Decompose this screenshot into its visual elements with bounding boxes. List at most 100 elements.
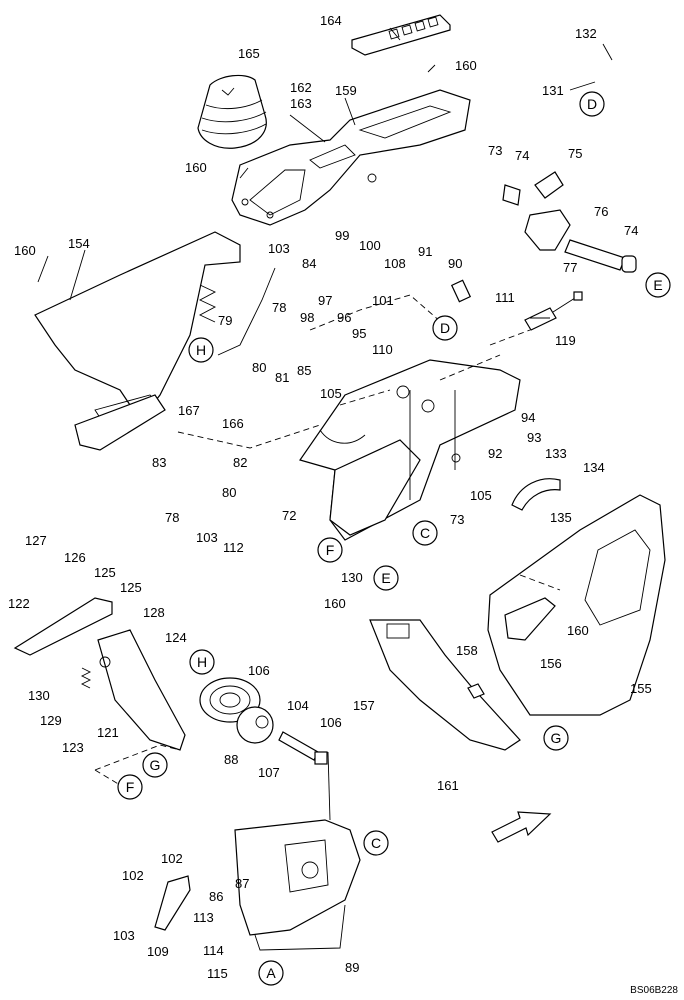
part-164-cover (351, 14, 451, 56)
label-90: 90 (448, 256, 462, 271)
label-131: 131 (542, 83, 564, 98)
label-134: 134 (583, 460, 605, 475)
label-155: 155 (630, 681, 652, 696)
ref-marker-c-lower: C (363, 830, 389, 856)
label-78: 78 (272, 300, 286, 315)
part-107-roller (236, 706, 274, 744)
part-157-lower-cover (369, 619, 521, 751)
label-101: 101 (372, 293, 394, 308)
part-155-right-cover (487, 494, 666, 716)
label-121: 121 (97, 725, 119, 740)
svg-text:C: C (371, 835, 381, 851)
label-115: 115 (207, 966, 228, 981)
part-109-link (154, 875, 191, 931)
label-162: 162 (290, 80, 312, 95)
label-102: 102 (161, 851, 183, 866)
part-159-console (231, 89, 471, 226)
label-83: 83 (152, 455, 166, 470)
ref-marker-g-left: G (142, 752, 168, 778)
label-74: 74 (515, 148, 529, 163)
label-92: 92 (488, 446, 502, 461)
label-109: 109 (147, 944, 169, 959)
label-104: 104 (287, 698, 309, 713)
label-81: 81 (275, 370, 289, 385)
svg-text:F: F (126, 779, 135, 795)
ref-marker-f-mid: F (317, 537, 343, 563)
label-111: 111 (495, 290, 515, 305)
part-72-bracket (299, 359, 521, 541)
label-97: 97 (318, 293, 332, 308)
label-133: 133 (545, 446, 567, 461)
label-163: 163 (290, 96, 312, 111)
svg-text:D: D (587, 96, 597, 112)
label-106: 106 (248, 663, 270, 678)
ref-marker-c-mid: C (412, 520, 438, 546)
part-165-boot (197, 74, 267, 149)
label-156: 156 (540, 656, 562, 671)
svg-text:F: F (326, 542, 335, 558)
part-89-base (234, 819, 361, 951)
label-80: 80 (252, 360, 266, 375)
part-121-bracket (80, 629, 186, 751)
svg-text:E: E (653, 277, 662, 293)
label-73: 73 (488, 143, 502, 158)
label-100: 100 (359, 238, 381, 253)
label-88: 88 (224, 752, 238, 767)
part-90-pin (450, 279, 472, 303)
label-125: 125 (94, 565, 116, 580)
ref-marker-h-left: H (188, 337, 214, 363)
svg-text:D: D (440, 320, 450, 336)
label-78: 78 (165, 510, 179, 525)
reference-markers: D E H D C F E H G F G C A (117, 91, 671, 986)
part-106-bush (314, 751, 328, 765)
label-166: 166 (222, 416, 244, 431)
label-125: 125 (120, 580, 142, 595)
svg-text:G: G (551, 730, 562, 746)
label-102: 102 (122, 868, 144, 883)
part-79-rod (217, 267, 276, 356)
label-79: 79 (218, 313, 232, 328)
label-157: 157 (353, 698, 375, 713)
label-85: 85 (297, 363, 311, 378)
label-84: 84 (302, 256, 316, 271)
label-112: 112 (223, 540, 244, 555)
ref-marker-f-left: F (117, 774, 143, 800)
label-105: 105 (470, 488, 492, 503)
ref-marker-h-lower: H (189, 649, 215, 675)
label-107: 107 (258, 765, 280, 780)
label-93: 93 (527, 430, 541, 445)
svg-text:H: H (197, 654, 207, 670)
svg-text:C: C (420, 525, 430, 541)
label-75: 75 (568, 146, 582, 161)
svg-text:E: E (381, 570, 390, 586)
label-89: 89 (345, 960, 359, 975)
label-91: 91 (418, 244, 432, 259)
label-160: 160 (455, 58, 477, 73)
label-130: 130 (28, 688, 50, 703)
label-160: 160 (185, 160, 207, 175)
label-135: 135 (550, 510, 572, 525)
svg-text:H: H (196, 342, 206, 358)
label-106: 106 (320, 715, 342, 730)
label-103: 103 (113, 928, 135, 943)
ref-marker-e-mid: E (373, 565, 399, 591)
label-132: 132 (575, 26, 597, 41)
part-number-labels: 164 132 165 160 131 162 163 159 160 73 7… (8, 13, 652, 981)
label-80: 80 (222, 485, 236, 500)
label-108: 108 (384, 256, 406, 271)
label-154: 154 (68, 236, 90, 251)
ref-marker-a-bottom: A (258, 960, 284, 986)
ref-marker-e-right: E (645, 272, 671, 298)
label-124: 124 (165, 630, 187, 645)
svg-text:A: A (266, 965, 276, 981)
label-77: 77 (563, 260, 577, 275)
dashed-lines (94, 294, 561, 786)
label-158: 158 (456, 643, 478, 658)
label-128: 128 (143, 605, 165, 620)
part-133-cam (511, 478, 561, 511)
label-161: 161 (437, 778, 459, 793)
part-154-left-cover (34, 231, 241, 451)
label-95: 95 (352, 326, 366, 341)
leader-lines (37, 27, 613, 821)
